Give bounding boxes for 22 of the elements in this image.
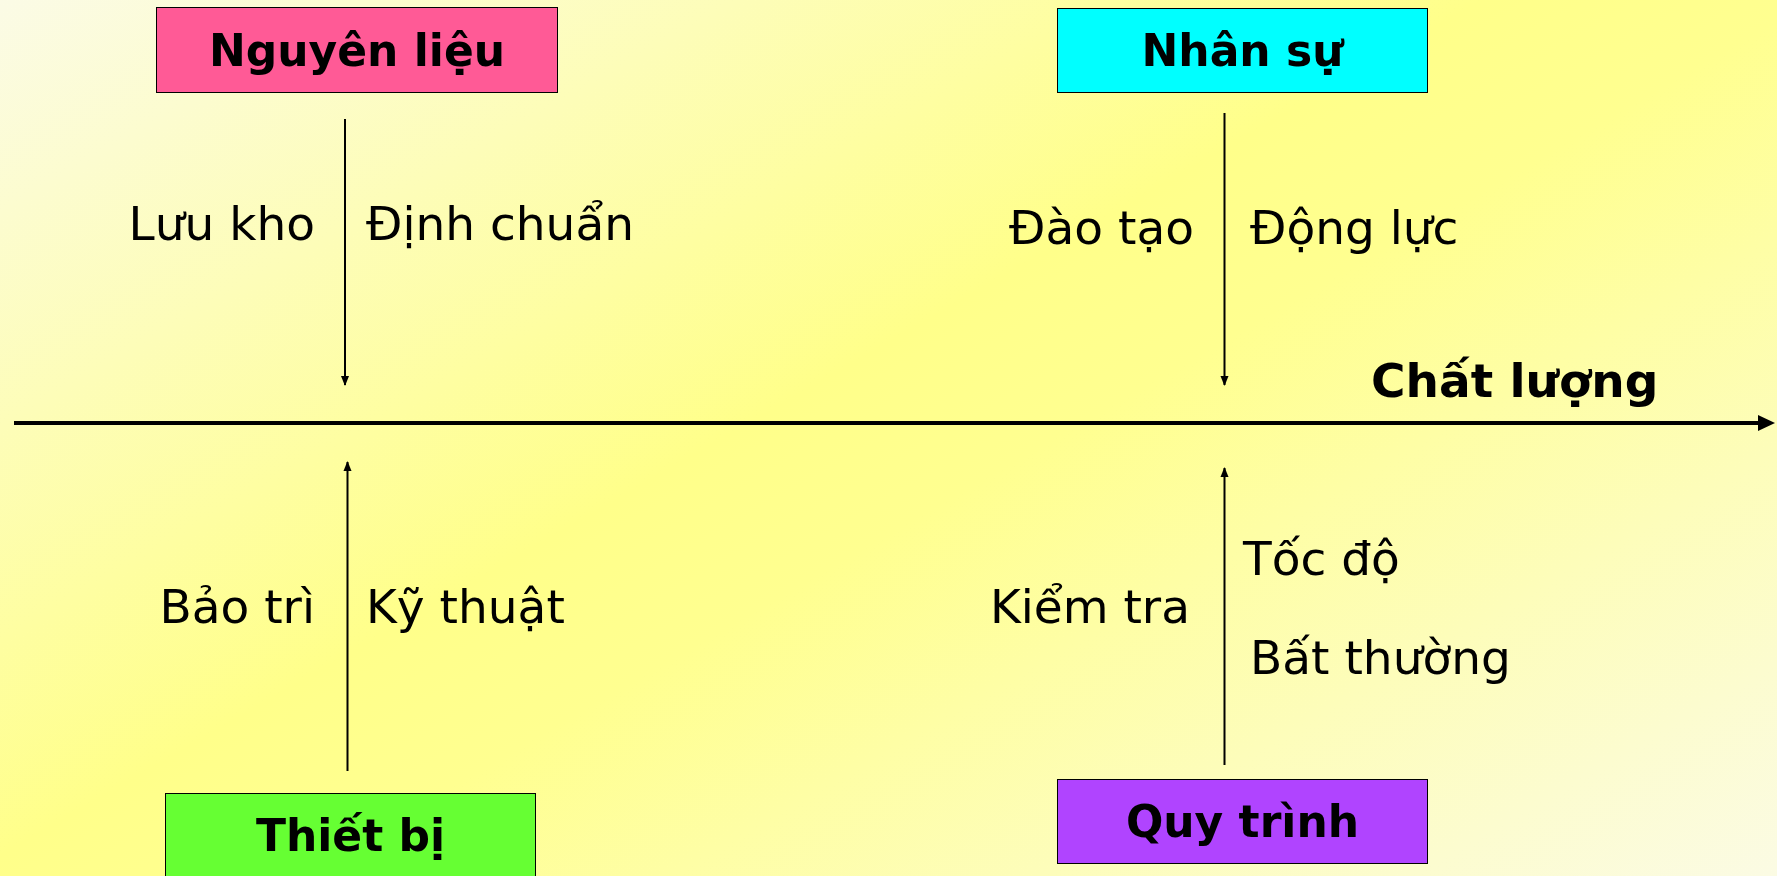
- arrow: [1220, 467, 1229, 766]
- cause-label: Động lực: [1250, 200, 1459, 257]
- category-label: Nhân sự: [1141, 25, 1344, 76]
- arrow: [1220, 112, 1229, 386]
- cause-label: Lưu kho: [128, 196, 315, 253]
- cause-label: Kỹ thuật: [366, 579, 565, 636]
- category-box: [165, 793, 536, 876]
- cause-label: Bảo trì: [159, 579, 315, 636]
- effect-label: Chất lượng: [1371, 353, 1659, 410]
- category-label: Thiết bị: [255, 810, 446, 861]
- arrow: [341, 118, 349, 386]
- arrow: [343, 461, 352, 772]
- category-box: [156, 7, 558, 93]
- cause-label: Kiểm tra: [989, 579, 1190, 636]
- cause-label: Bất thường: [1250, 630, 1511, 687]
- cause-label: Đào tạo: [1009, 200, 1194, 257]
- category-box: [1057, 8, 1428, 93]
- cause-label: Tốc độ: [1243, 531, 1400, 588]
- category-label: Nguyên liệu: [208, 24, 506, 76]
- category-label: Quy trình: [1125, 796, 1360, 847]
- cause-label: Định chuẩn: [366, 196, 634, 253]
- category-box: [1057, 779, 1428, 864]
